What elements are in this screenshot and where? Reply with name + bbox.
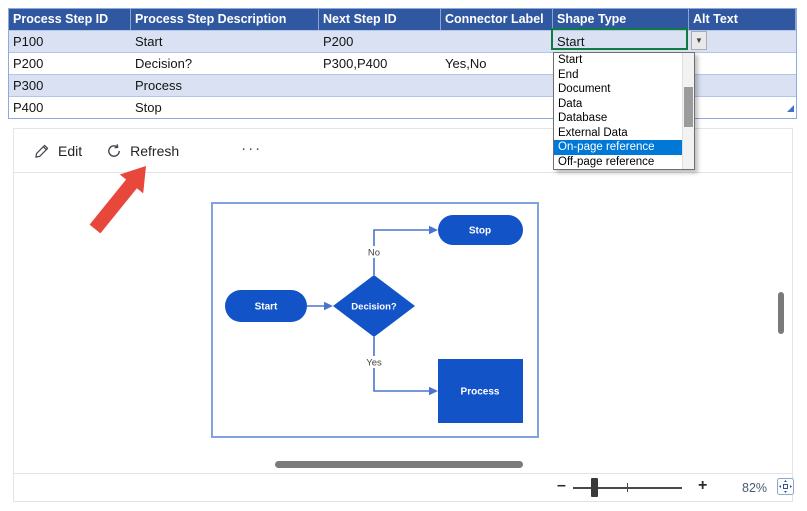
refresh-label: Refresh (130, 142, 180, 159)
selected-shape-type-cell[interactable] (551, 28, 688, 50)
table-cell-r2-c6[interactable] (689, 52, 796, 74)
table-cell-r4-c6[interactable] (689, 96, 796, 118)
edge-label-bg (362, 356, 386, 368)
start-shape[interactable] (225, 290, 307, 322)
dropdown-item-document[interactable]: Document (558, 83, 611, 95)
annotation-arrow-icon (89, 166, 146, 234)
dropdown-arrow-icon[interactable]: ▼ (691, 31, 707, 50)
more-commands-button[interactable]: ··· (241, 140, 263, 157)
table-cell-r1-c3[interactable]: P200 (319, 30, 441, 52)
process-shape-label: Process (461, 387, 500, 398)
fit-to-window-icon[interactable] (777, 478, 794, 495)
table-cell-r1-c1[interactable]: P100 (9, 30, 131, 52)
table-cell-r2-c3[interactable]: P300,P400 (319, 52, 441, 74)
edge-label-no: No (368, 248, 380, 259)
table-cell-r1-c6[interactable] (689, 30, 796, 52)
table-cell-r3-c1[interactable]: P300 (9, 74, 131, 96)
table-cell-r2-c4[interactable]: Yes,No (441, 52, 553, 74)
refresh-button[interactable]: Refresh (106, 143, 179, 159)
horizontal-scrollbar-thumb[interactable] (275, 461, 523, 468)
dropdown-scrollbar[interactable] (682, 53, 694, 169)
decision-shape-label: Decision? (351, 302, 397, 313)
zoom-slider-center-tick (627, 483, 628, 492)
column-header-process-step-id[interactable]: Process Step ID (9, 9, 131, 30)
table-cell-r4-c2[interactable]: Stop (131, 96, 319, 118)
column-header-shape-type[interactable]: Shape Type (553, 9, 689, 30)
process-shape[interactable] (438, 359, 523, 423)
connector-decision-to-stop[interactable] (373, 229, 433, 275)
column-header-alt-text[interactable]: Alt Text (689, 9, 796, 30)
table-cell-r4-c4[interactable] (441, 96, 553, 118)
decision-shape[interactable] (333, 275, 415, 337)
dropdown-item-end[interactable]: End (558, 68, 579, 81)
zoom-out-button[interactable]: – (557, 477, 566, 494)
connector-decision-to-process[interactable] (373, 337, 433, 392)
edge-label-bg (364, 246, 384, 258)
edit-button[interactable]: Edit (34, 143, 82, 159)
table-cell-r2-c2[interactable]: Decision? (131, 52, 319, 74)
column-header-connector-label[interactable]: Connector Label (441, 9, 553, 30)
table-cell-r4-c3[interactable] (319, 96, 441, 118)
dropdown-item-external-data[interactable]: External Data (558, 126, 628, 139)
table-cell-r1-c2[interactable]: Start (131, 30, 319, 52)
zoom-level-value: 82% (742, 481, 768, 495)
zoom-slider-thumb[interactable] (591, 478, 598, 497)
table-cell-r3-c6[interactable] (689, 74, 796, 96)
refresh-icon (108, 143, 121, 157)
dropdown-item-off-page-reference[interactable]: Off-page reference (558, 155, 655, 168)
zoom-in-button[interactable]: + (698, 477, 708, 494)
dropdown-scrollbar-thumb[interactable] (684, 87, 693, 127)
column-header-process-step-description[interactable]: Process Step Description (131, 9, 319, 30)
edit-label: Edit (58, 142, 83, 159)
table-cell-r1-c5[interactable]: Start (553, 30, 689, 52)
dropdown-item-start[interactable]: Start (558, 54, 583, 66)
dropdown-item-database[interactable]: Database (558, 112, 608, 124)
table-cell-r3-c3[interactable] (319, 74, 441, 96)
dropdown-item-data[interactable]: Data (558, 97, 583, 110)
stop-shape[interactable] (438, 215, 523, 245)
table-resize-handle[interactable] (787, 105, 794, 112)
arrowhead-icon (324, 301, 333, 311)
table-cell-r3-c4[interactable] (441, 74, 553, 96)
table-cell-r3-c2[interactable]: Process (131, 74, 319, 96)
column-header-next-step-id[interactable]: Next Step ID (319, 9, 441, 30)
pencil-icon (35, 144, 49, 158)
table-cell-r4-c1[interactable]: P400 (9, 96, 131, 118)
dropdown-item-on-page-reference[interactable]: On-page reference (554, 140, 682, 155)
table-cell-r1-c4[interactable] (441, 30, 553, 52)
arrowhead-icon (429, 225, 438, 235)
stop-shape-label: Stop (469, 226, 491, 237)
start-shape-label: Start (255, 302, 278, 313)
diagram-canvas[interactable]: No Yes Start Decision? Stop Process (13, 172, 792, 475)
arrowhead-icon (429, 386, 438, 396)
zoom-statusbar: – + 82% (14, 473, 794, 501)
table-cell-r2-c1[interactable]: P200 (9, 52, 131, 74)
vertical-scrollbar-thumb[interactable] (778, 292, 784, 334)
edge-label-yes: Yes (366, 358, 382, 369)
